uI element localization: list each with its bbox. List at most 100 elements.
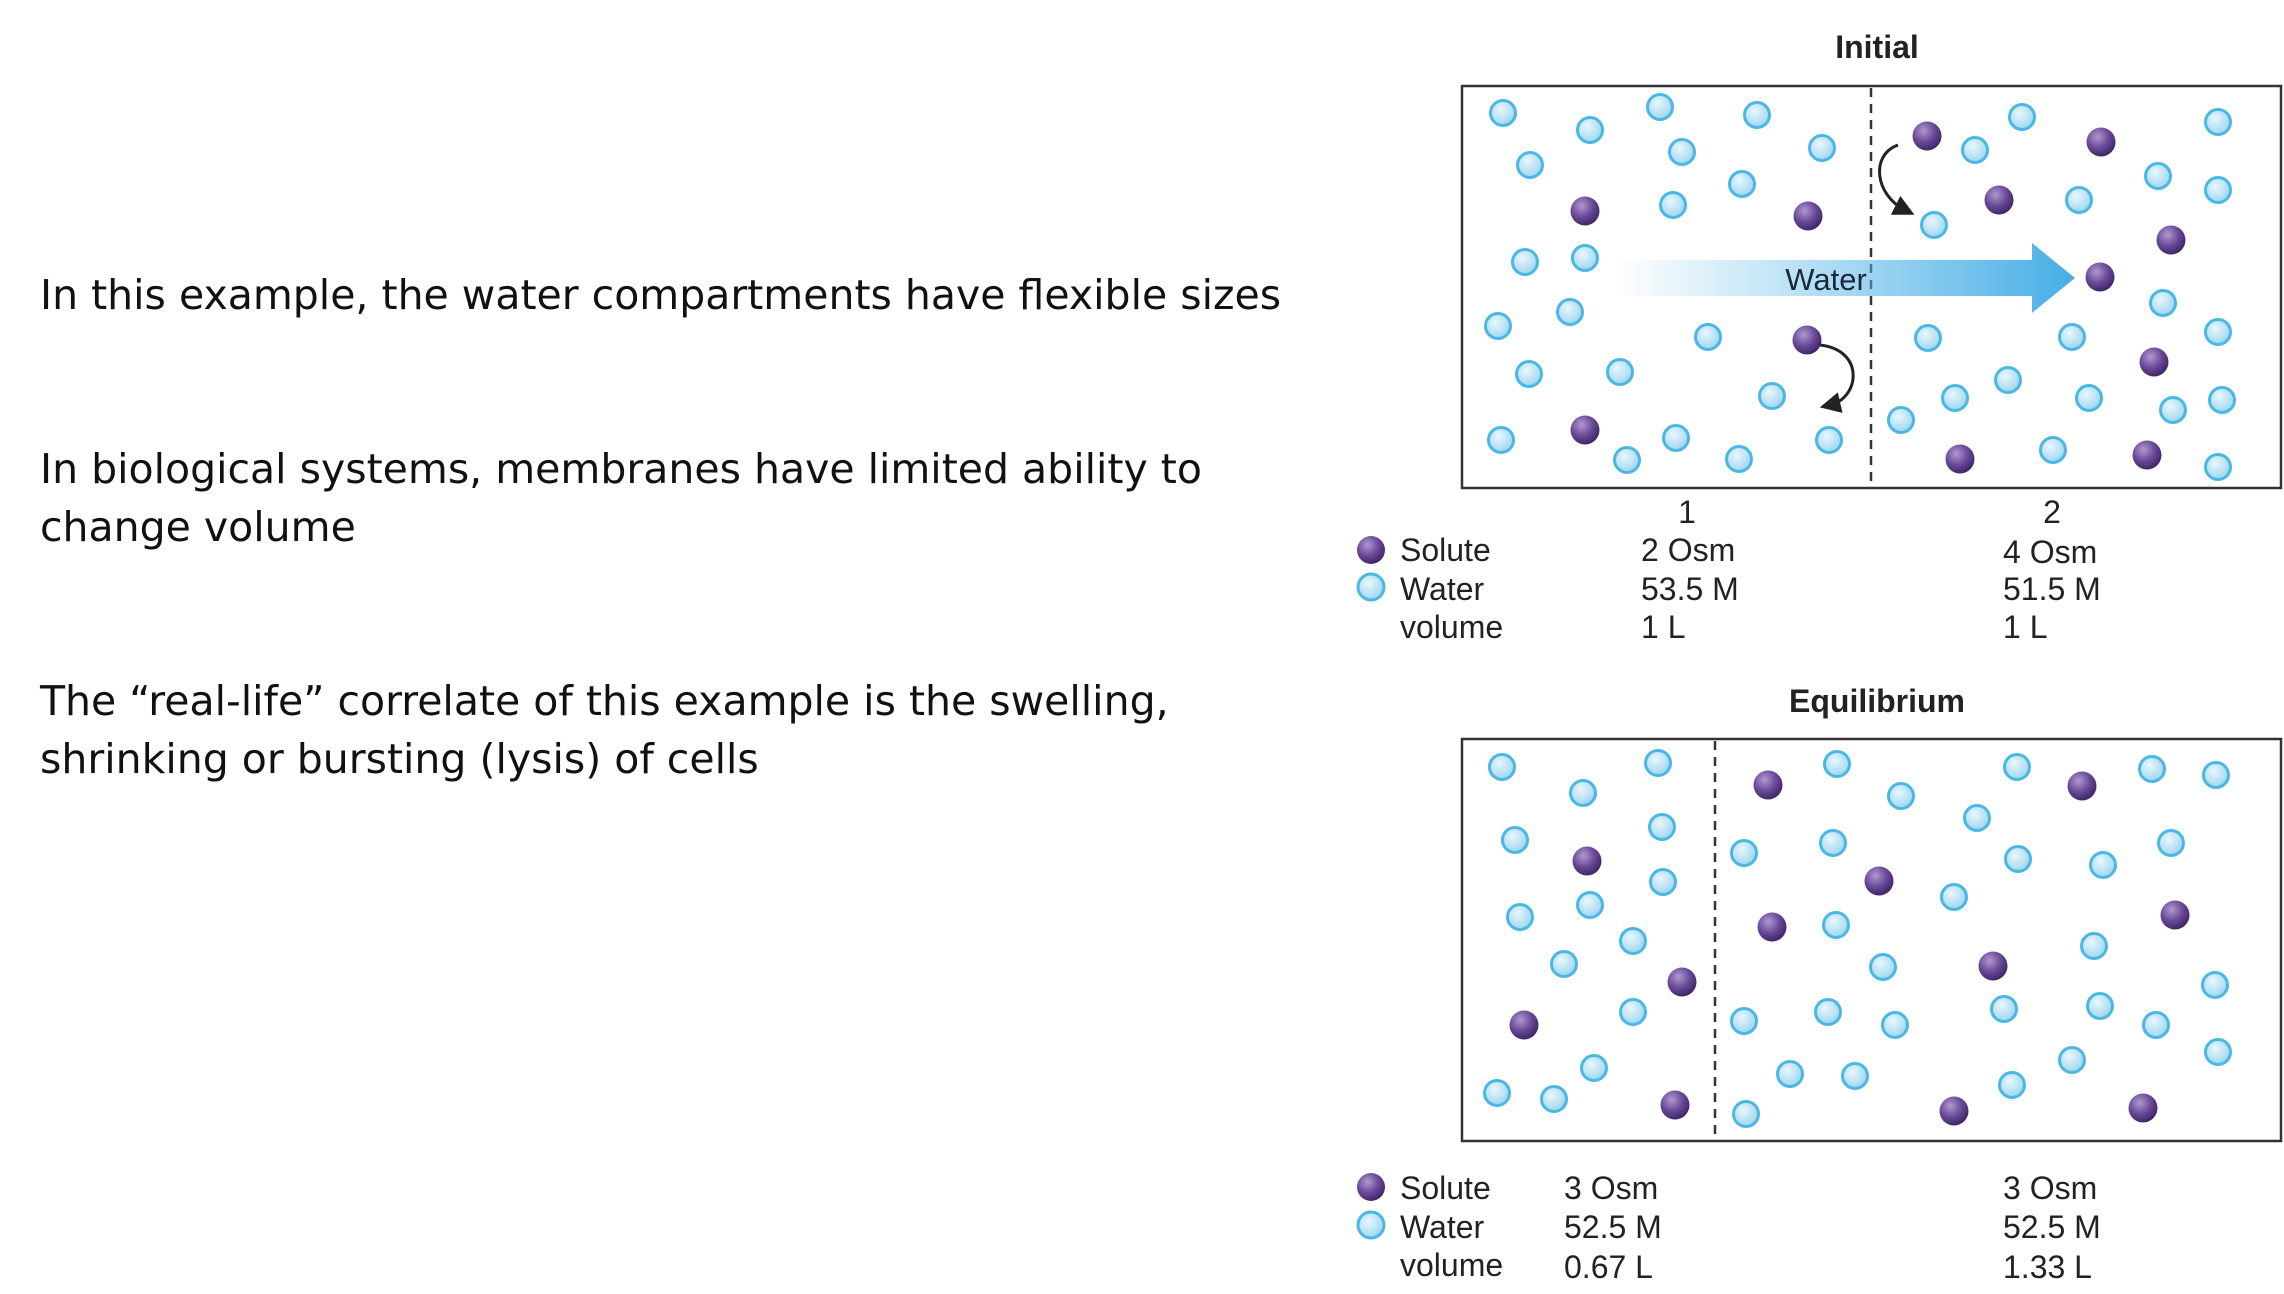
equilibrium-c1-osm: 3 Osm [1564,1170,1658,1206]
water-molecule [2204,318,2232,346]
legend-water-icon [1356,1210,1386,1240]
legend-water-icon [1356,572,1386,602]
water-molecule [2157,829,2185,857]
water-molecule [1990,995,2018,1023]
solute-particle [1509,1010,1539,1040]
water-molecule [2075,384,2103,412]
water-molecule [1758,382,1786,410]
water-molecule [1841,1062,1869,1090]
equilibrium-particles [1483,749,2232,1128]
water-arrow-shape [1615,243,2075,313]
water-molecule [2065,186,2093,214]
equilibrium-c1-volume: 0.67 L [1564,1249,1653,1285]
water-molecule [2039,436,2067,464]
solute-particle [1572,846,1602,876]
legend-water-label: Water [1400,1209,1485,1245]
water-molecule [1576,116,1604,144]
solute-particle [1792,325,1822,355]
water-molecule [2142,1011,2170,1039]
water-molecule [1571,244,1599,272]
solute-particle [2132,440,2162,470]
water-molecule [1914,324,1942,352]
water-molecule [1488,753,1516,781]
water-molecule [2149,289,2177,317]
initial-particles [1484,93,2236,481]
solute-particle [1912,121,1942,151]
solute-particle [2139,347,2169,377]
legend-solute-label: Solute [1400,532,1491,568]
water-molecule [1489,99,1517,127]
bullet-flexible-sizes: In this example, the water compartments … [40,271,1282,319]
initial-c2-water: 51.5 M [2003,571,2101,607]
water-molecule [2202,761,2230,789]
water-molecule [1501,826,1529,854]
solute-particle [1570,196,1600,226]
water-molecule [2089,851,2117,879]
initial-title: Initial [1835,29,1919,65]
water-molecule [1550,950,1578,978]
water-molecule [1613,446,1641,474]
water-molecule [1619,998,1647,1026]
solute-particle [1939,1096,1969,1126]
water-molecule [1819,829,1847,857]
legend-volume-label: volume [1400,1247,1503,1283]
water-molecule [1644,749,1672,777]
solute-particle [1757,912,1787,942]
water-molecule [1941,384,1969,412]
water-molecule [1483,1079,1511,1107]
compartment-2-number: 2 [2043,494,2061,530]
legend-solute-icon [1357,1173,1385,1201]
water-molecule [1556,298,1584,326]
water-molecule [2144,162,2172,190]
water-molecule [1869,953,1897,981]
water-molecule [1569,779,1597,807]
water-molecule [1776,1060,1804,1088]
water-molecule [1649,868,1677,896]
initial-c1-water: 53.5 M [1641,571,1739,607]
water-molecule [1694,323,1722,351]
solute-particle [2067,771,2097,801]
water-molecule [1998,1071,2026,1099]
water-molecule [1994,366,2022,394]
water-molecule [2208,386,2236,414]
initial-c2-osm: 4 Osm [2003,534,2097,570]
initial-c1-volume: 1 L [1641,609,1685,645]
water-molecule [2201,971,2229,999]
water-molecule [2086,992,2114,1020]
water-molecule [1814,998,1842,1026]
bullet-biological-membranes: In biological systems, membranes have li… [40,445,1202,551]
solute-particle [1660,1090,1690,1120]
water-molecule [2204,1038,2232,1066]
water-molecule [1646,93,1674,121]
solute-particle [1570,415,1600,445]
water-molecule [1619,927,1647,955]
legend-solute-label: Solute [1400,1170,1491,1206]
initial-c1-osm: 2 Osm [1641,532,1735,568]
water-molecule [1576,891,1604,919]
water-molecule [1920,211,1948,239]
initial-c2-volume: 1 L [2003,609,2047,645]
water-molecule [1823,750,1851,778]
water-molecule [1487,426,1515,454]
water-molecule [1515,360,1543,388]
water-arrow-label: Water [1785,262,1867,297]
water-molecule [2080,932,2108,960]
equilibrium-c2-water: 52.5 M [2003,1209,2101,1245]
water-flow-arrow: Water [1615,243,2075,313]
water-molecule [2204,108,2232,136]
equilibrium-c2-osm: 3 Osm [2003,1170,2097,1206]
water-molecule [1963,804,1991,832]
solute-particle [2128,1093,2158,1123]
water-molecule [1743,101,1771,129]
solute-particle [2160,900,2190,930]
water-molecule [1730,1007,1758,1035]
bullet-real-life-correlate: The “real-life” correlate of this exampl… [40,677,1169,783]
water-molecule [1659,191,1687,219]
equilibrium-title: Equilibrium [1789,683,1965,719]
water-molecule [1732,1100,1760,1128]
solute-particle [1978,951,2008,981]
compartment-1-number: 1 [1678,494,1696,530]
equilibrium-c1-water: 52.5 M [1564,1209,1662,1245]
curved-arrow-upper-icon [1878,143,1915,215]
